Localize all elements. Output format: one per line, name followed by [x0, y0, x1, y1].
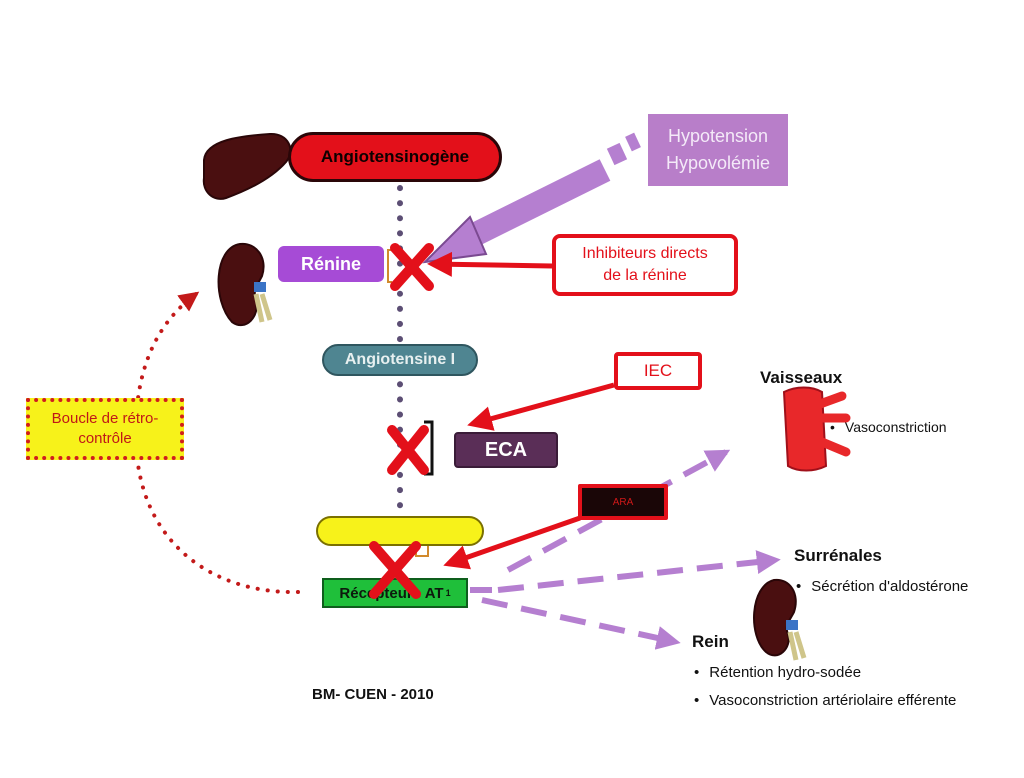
trigger-arrow	[422, 132, 641, 264]
renine-label: Rénine	[300, 253, 361, 274]
at1-bracket	[415, 546, 429, 557]
angiotensine-1-label: Angiotensine I	[344, 351, 456, 368]
eca-box: ECA	[454, 432, 558, 468]
feedback-loop-box: Boucle de rétro- contrôle	[26, 398, 184, 460]
credit-text: BM- CUEN - 2010	[312, 686, 434, 703]
vaisseaux-item-vasoconstriction: Vasoconstriction	[830, 419, 947, 435]
direct-renin-inhibitors-box: Inhibiteurs directs de la rénine	[552, 234, 738, 296]
effect-arrow-rein	[481, 597, 681, 650]
rein-item-vasoconstriction: Vasoconstriction artériolaire efférente	[694, 692, 956, 709]
ara2-box: ARA	[578, 484, 668, 520]
direct-inhibitors-line1: Inhibiteurs directs	[582, 245, 708, 262]
iec-label: IEC	[643, 361, 673, 380]
surrenales-item-aldosterone: Sécrétion d'aldostérone	[796, 578, 968, 595]
direct-inhibitors-line2: de la rénine	[603, 267, 687, 284]
rein-item-retention: Rétention hydro-sodée	[694, 664, 861, 681]
liver-icon	[202, 132, 292, 200]
eca-label: ECA	[484, 438, 528, 461]
feedback-line1: Boucle de rétro-	[51, 410, 159, 427]
hypotension-label: Hypotension	[667, 126, 769, 146]
vaisseaux-title: Vaisseaux	[760, 368, 843, 387]
iec-box: IEC	[614, 352, 702, 390]
angiotensine-2-box	[316, 516, 484, 546]
vessel-icon	[782, 386, 851, 472]
inhibitor-arrow-iec	[467, 382, 615, 431]
angiotensinogene-label: Angiotensinogène	[320, 147, 470, 166]
effect-arrow-surrenales	[497, 550, 781, 593]
feedback-line2: contrôle	[78, 430, 132, 447]
inhibitor-arrow-direct	[427, 251, 553, 277]
inhibitor-arrow-ara	[443, 515, 581, 570]
rein-title: Rein	[692, 632, 729, 651]
kidney-icon	[753, 578, 807, 661]
renine-bracket	[387, 249, 392, 283]
angiotensinogene-box: Angiotensinogène	[288, 132, 502, 182]
ara2-label: ARA	[612, 496, 634, 508]
angiotensine-1-box: Angiotensine I	[322, 344, 478, 376]
recepteurs-subscript: 1	[445, 588, 451, 598]
recepteurs-label: Récepteurs AT	[339, 584, 444, 602]
hypovolemie-label: Hypovolémie	[665, 153, 771, 173]
eca-bracket	[424, 420, 434, 476]
kidney-icon	[217, 242, 273, 327]
surrenales-title: Surrénales	[794, 546, 882, 565]
renine-box: Rénine	[278, 246, 384, 282]
hypotension-box: Hypotension Hypovolémie	[648, 114, 788, 186]
